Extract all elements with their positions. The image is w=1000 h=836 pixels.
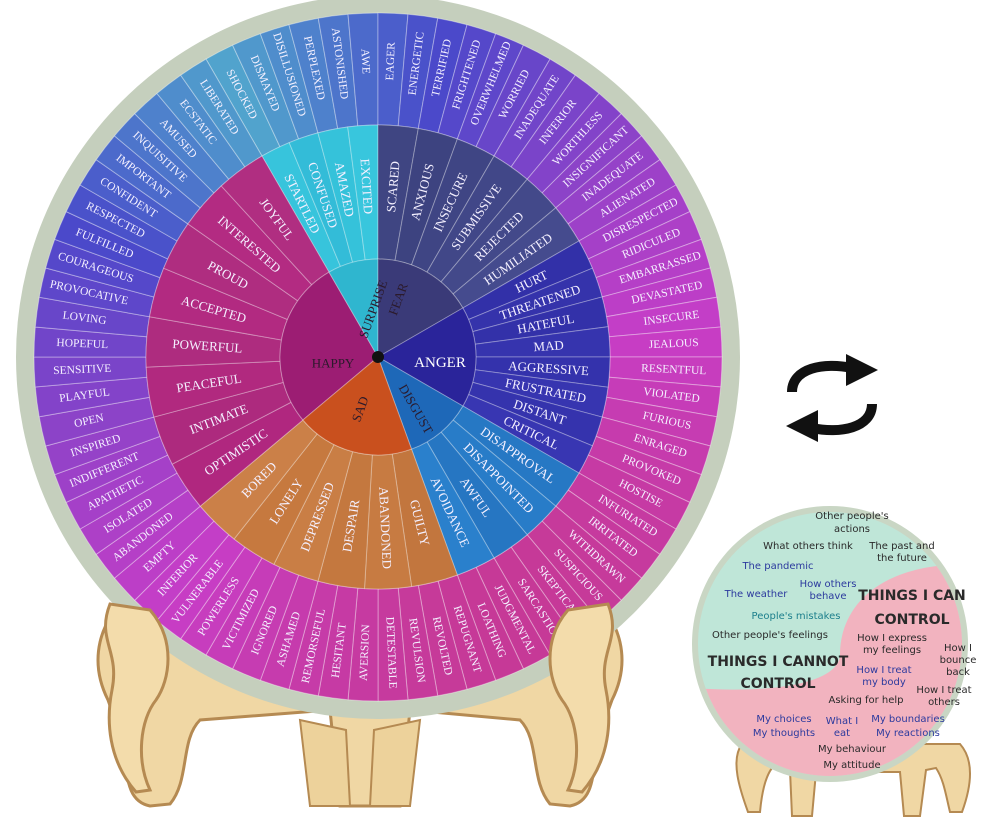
- cannot-control-item: actions: [834, 524, 870, 535]
- core-emotion-segment: [377, 258, 464, 358]
- middle-feeling-label: EXCITED: [358, 158, 377, 214]
- can-control-title: CONTROL: [874, 612, 949, 628]
- core-emotion-segment: [328, 258, 379, 359]
- cannot-control-item: the future: [877, 553, 927, 564]
- can-control-item: My attitude: [823, 760, 880, 771]
- outer-feeling-label: EAGER: [384, 42, 398, 81]
- can-control-item: My choices: [756, 714, 811, 725]
- cannot-control-item: behave: [809, 591, 846, 602]
- cannot-control-item: Other people's feelings: [712, 630, 828, 641]
- can-control-item: bounce: [940, 655, 977, 666]
- cannot-control-title: CONTROL: [740, 676, 815, 692]
- outer-feeling-label: AVERSION: [358, 623, 372, 681]
- cannot-control-item: The pandemic: [741, 561, 813, 572]
- middle-feeling-label: AGGRESSIVE: [508, 358, 590, 378]
- core-emotion-segment: [377, 355, 464, 450]
- can-control-item: My boundaries: [871, 714, 945, 725]
- can-control-title: THINGS I CAN: [858, 588, 966, 604]
- cannot-control-item: Other people's: [815, 511, 888, 522]
- large-stand-legs: [104, 602, 614, 807]
- can-control-item: How I express: [857, 633, 927, 644]
- middle-feeling-label: POWERFUL: [172, 336, 243, 356]
- core-emotion-segment: [377, 307, 477, 407]
- core-emotion-label: ANGER: [414, 355, 466, 371]
- outer-feeling-label: JEALOUS: [649, 337, 699, 351]
- can-control-area: [698, 564, 962, 776]
- middle-feeling-label: ABANDONED: [376, 486, 395, 569]
- rotate-arrows-icon: [786, 354, 878, 442]
- control-disc: THINGS I CANNOT CONTROL THINGS I CAN CONTRO…: [692, 506, 976, 782]
- core-emotion-label: HAPPY: [312, 356, 355, 371]
- core-emotion-segment: [302, 356, 413, 456]
- can-control-item: my feelings: [863, 645, 921, 656]
- can-control-item: my body: [862, 677, 906, 688]
- can-control-item: others: [928, 697, 960, 708]
- outer-feeling-label: SENSITIVE: [53, 363, 112, 378]
- outer-feeling-label: AWE: [359, 48, 372, 74]
- can-control-item: eat: [834, 728, 850, 739]
- middle-feeling-label: MAD: [533, 337, 564, 354]
- outer-feeling-label: RESENTFUL: [641, 362, 707, 377]
- middle-feeling-label: SCARED: [383, 160, 402, 212]
- cannot-control-title: THINGS I CANNOT: [708, 654, 849, 670]
- cannot-control-item: The past and: [868, 541, 934, 552]
- outer-feeling-label: DETESTABLE: [383, 617, 398, 689]
- can-control-item: Asking for help: [828, 695, 903, 706]
- cannot-control-item: People's mistakes: [752, 611, 841, 622]
- core-emotion-segment: [279, 271, 379, 421]
- can-control-item: My behaviour: [818, 744, 887, 755]
- can-control-item: back: [946, 667, 970, 678]
- can-control-item: My reactions: [876, 728, 940, 739]
- can-control-item: What I: [826, 716, 858, 727]
- outer-feeling-label: HOPEFUL: [56, 337, 108, 351]
- cannot-control-item: The weather: [724, 589, 789, 600]
- center-pin: [372, 351, 384, 363]
- cannot-control-item: How others: [800, 579, 857, 590]
- outer-feeling-label: LOVING: [62, 310, 107, 328]
- can-control-item: How I treat: [856, 665, 911, 676]
- can-control-item: My thoughts: [753, 728, 815, 739]
- cannot-control-item: What others think: [763, 541, 853, 552]
- can-control-item: How I treat: [916, 685, 971, 696]
- can-control-item: How I: [944, 643, 972, 654]
